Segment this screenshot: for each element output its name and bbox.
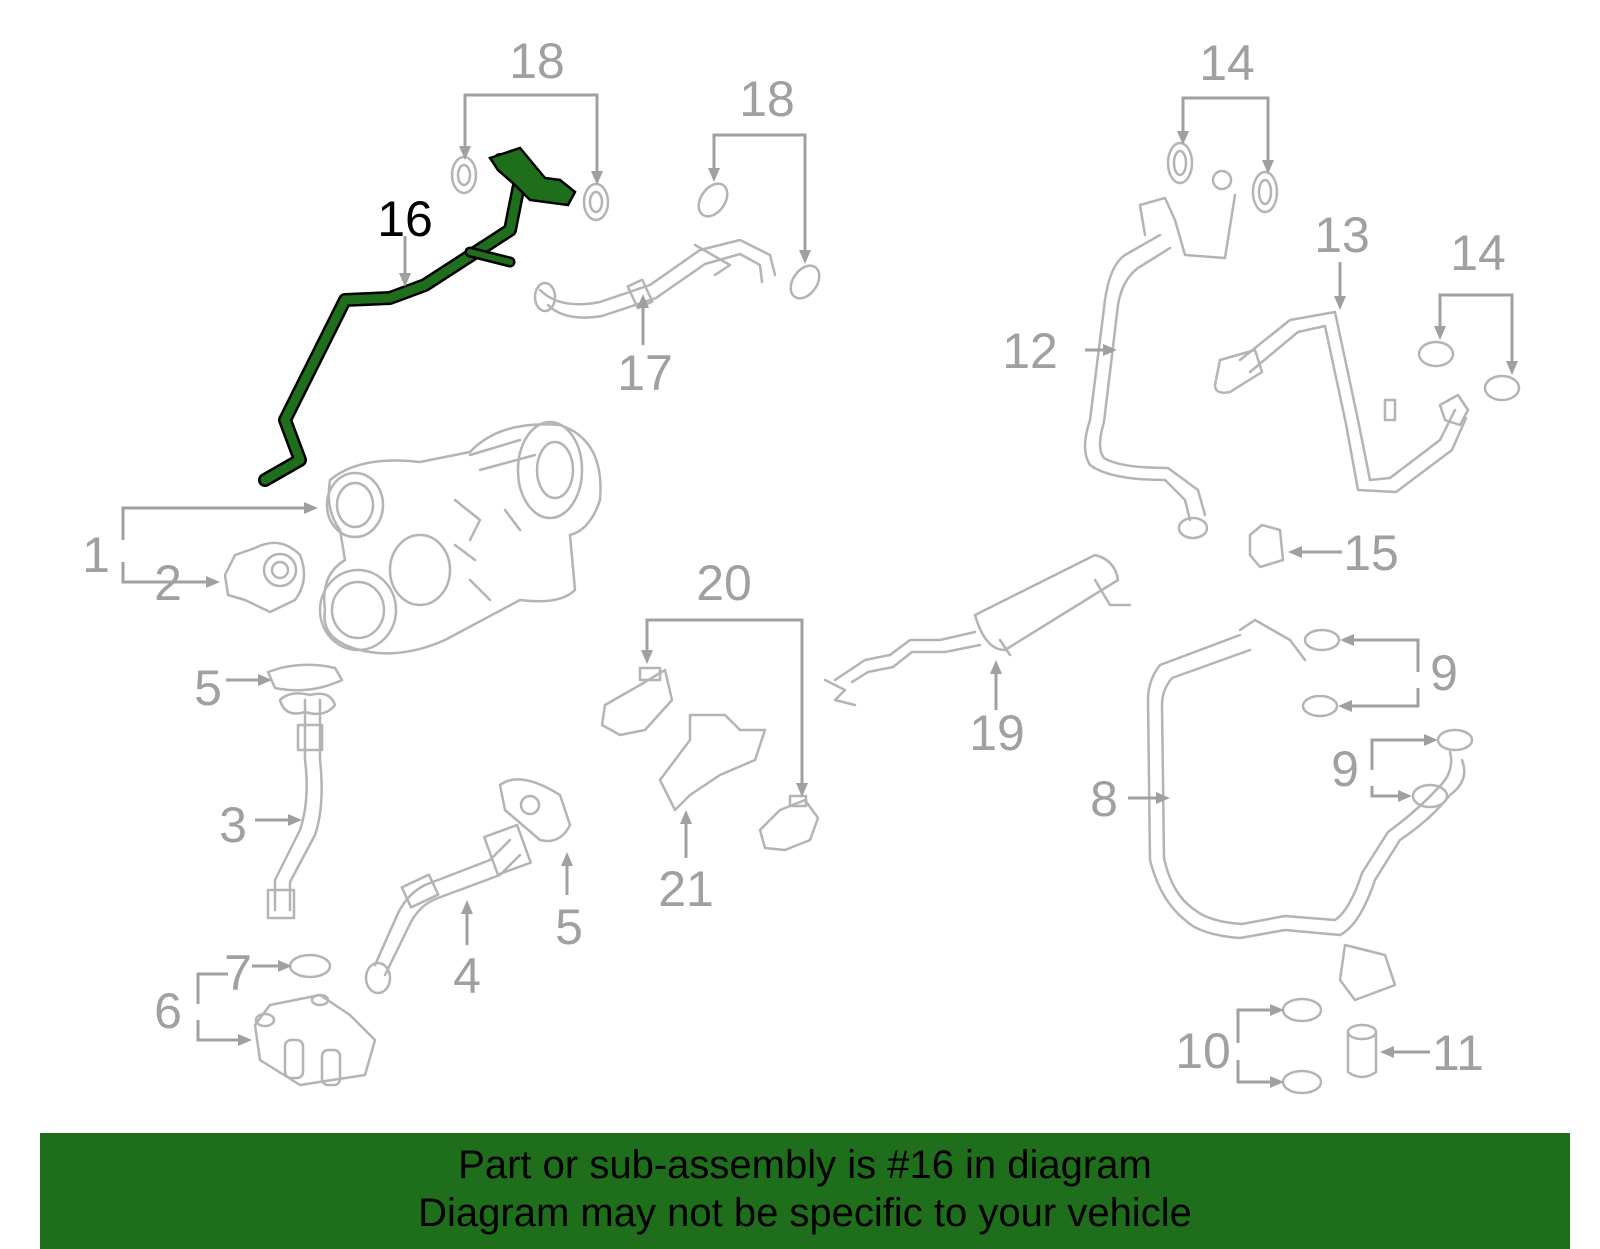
callout-4: 4 [453, 948, 481, 1004]
callout-13: 13 [1314, 207, 1370, 263]
callout-21: 21 [658, 861, 714, 917]
callout-16: 16 [377, 191, 433, 247]
info-banner: Part or sub-assembly is #16 in diagram D… [40, 1133, 1570, 1249]
callout-18-left: 18 [509, 33, 565, 89]
callout-labels: 18 18 16 17 1 2 5 3 4 5 7 6 20 21 19 14 … [82, 33, 1506, 1081]
o-ring-pair-part [1281, 997, 1323, 1095]
callout-5-upper: 5 [194, 660, 222, 716]
callout-17: 17 [617, 345, 673, 401]
gasket-part [266, 663, 572, 843]
callout-5-lower: 5 [555, 899, 583, 955]
callout-20: 20 [696, 555, 752, 611]
callout-9-lower: 9 [1331, 741, 1359, 797]
actuator-part [223, 541, 306, 614]
oil-housing-part [253, 993, 377, 1087]
callout-3: 3 [219, 797, 247, 853]
oil-feed-line-part [266, 692, 337, 920]
banner-line-2: Diagram may not be specific to your vehi… [418, 1191, 1192, 1235]
callout-7: 7 [224, 945, 252, 1001]
cap-part [1248, 523, 1285, 569]
callout-18-right: 18 [739, 71, 795, 127]
turbocharger-part [318, 420, 602, 655]
seal-part-14 [1166, 141, 1521, 402]
callout-11: 11 [1432, 1025, 1484, 1081]
coolant-line-part [1146, 618, 1466, 1002]
highlighted-pipe-part [258, 146, 577, 487]
resonator-part [823, 553, 1132, 707]
callout-14-top: 14 [1199, 35, 1255, 91]
bracket-part [658, 713, 767, 812]
callout-15: 15 [1343, 525, 1399, 581]
callout-19: 19 [969, 705, 1025, 761]
callout-14-right: 14 [1450, 225, 1506, 281]
sleeve-part [1346, 1023, 1378, 1079]
oil-return-line-part [364, 823, 533, 995]
callout-6: 6 [154, 983, 182, 1039]
sensor-part [600, 666, 820, 852]
callout-10: 10 [1175, 1023, 1231, 1079]
callout-8: 8 [1090, 771, 1118, 827]
callout-1: 1 [82, 527, 110, 583]
coolant-hose-part [1083, 169, 1237, 540]
callout-9-upper: 9 [1430, 645, 1458, 701]
leader-lines [121, 93, 1518, 1088]
coolant-pipe-part [1213, 310, 1470, 494]
hose-part [533, 238, 777, 319]
callout-2: 2 [154, 555, 182, 611]
callout-12: 12 [1002, 323, 1058, 379]
o-ring-part [288, 953, 332, 979]
banner-line-1: Part or sub-assembly is #16 in diagram [458, 1143, 1152, 1187]
